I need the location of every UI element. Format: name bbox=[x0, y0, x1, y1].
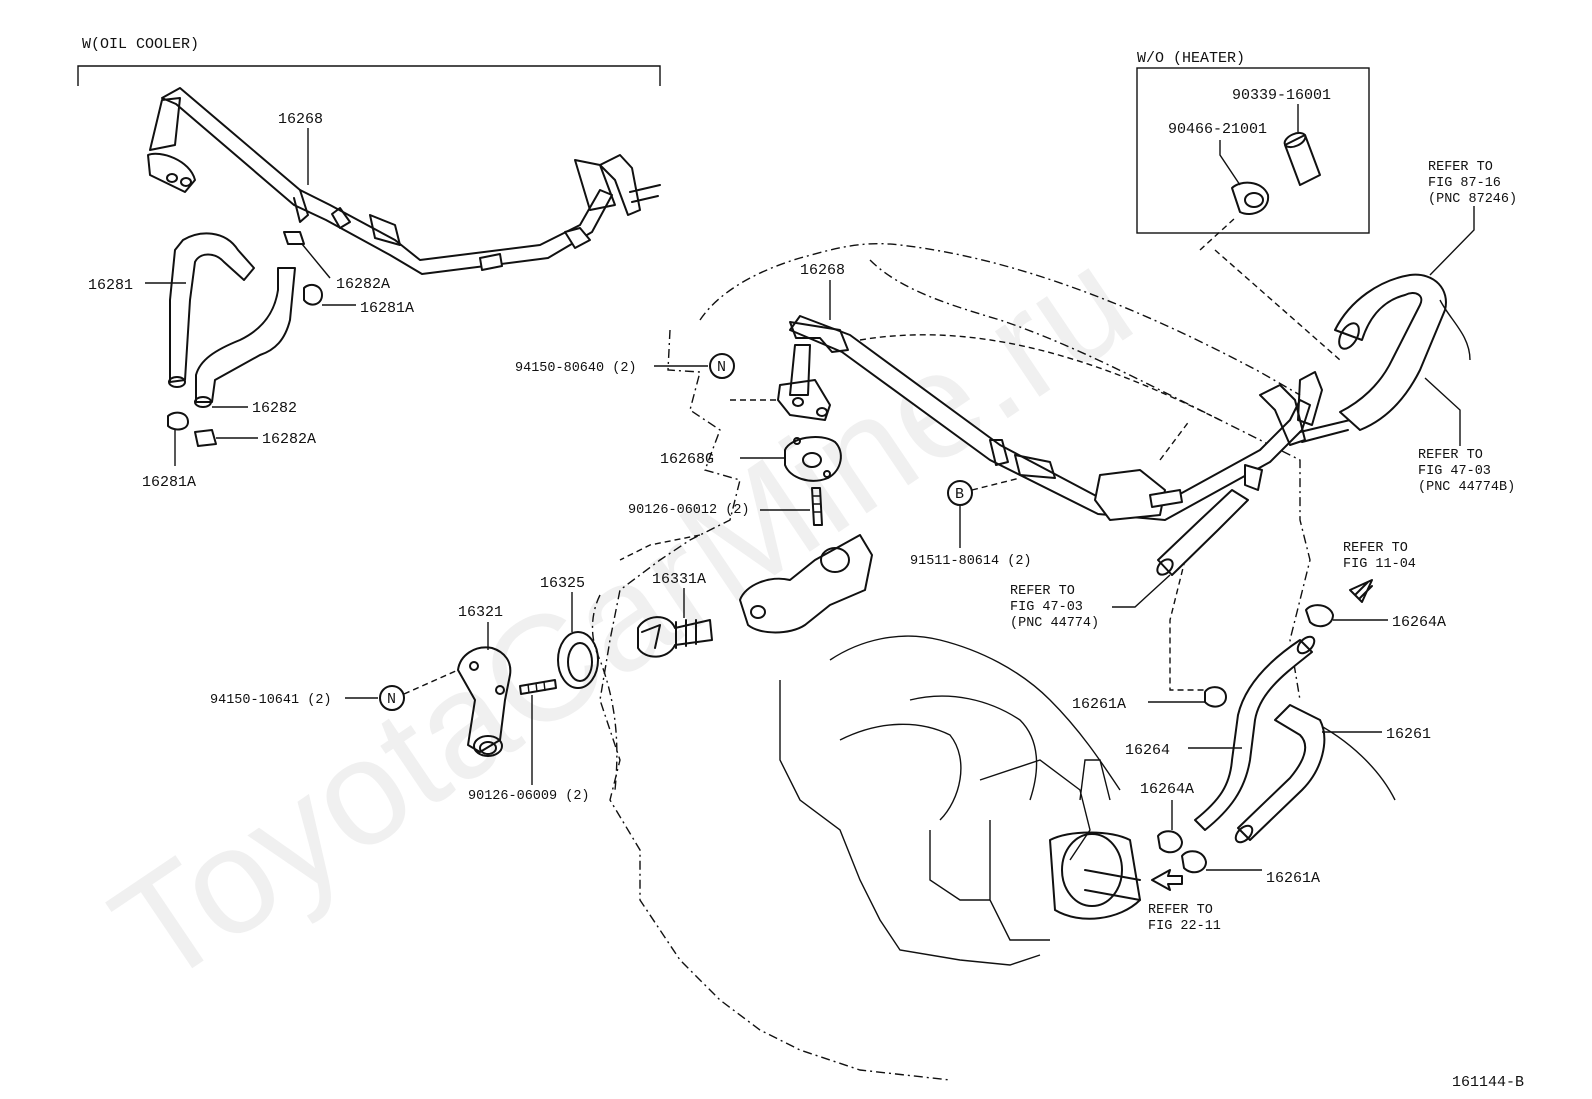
callout-16325: 16325 bbox=[540, 575, 585, 592]
heater-hoses bbox=[1334, 273, 1471, 431]
callout-90126-06009: 90126-06009 (2) bbox=[468, 789, 590, 804]
svg-text:B: B bbox=[955, 486, 964, 503]
callout-94150-10641: 94150-10641 (2) bbox=[210, 693, 332, 708]
variant-label-oil-cooler: W(OIL COOLER) bbox=[82, 36, 199, 53]
svg-text:N: N bbox=[717, 359, 726, 376]
assembly-centerline bbox=[591, 594, 618, 791]
callout-16261A-upper: 16261A bbox=[1072, 696, 1126, 713]
callout-91511-80614: 91511-80614 (2) bbox=[910, 554, 1032, 569]
callout-94150-80640: 94150-80640 (2) bbox=[515, 361, 637, 376]
callout-90126-06012: 90126-06012 (2) bbox=[628, 503, 750, 518]
leader-refer-87-16 bbox=[1429, 206, 1475, 276]
water-outlet-16268G bbox=[784, 435, 842, 482]
refer-47-03b-line2: FIG 47-03 bbox=[1418, 464, 1491, 479]
callout-16268G: 16268G bbox=[660, 451, 714, 468]
arrow-refer-11-04 bbox=[1349, 579, 1373, 603]
leader-90466-21001 bbox=[1219, 140, 1241, 186]
callout-16261A-lower: 16261A bbox=[1266, 870, 1320, 887]
refer-47-03b-line1: REFER TO bbox=[1418, 448, 1483, 463]
engine-block-outline bbox=[599, 217, 1341, 1081]
hose-to-fig-47-03 bbox=[1156, 489, 1249, 576]
marker-n-left: N bbox=[379, 685, 405, 711]
figure-code: 161144-B bbox=[1452, 1074, 1524, 1091]
variant-box-without-heater bbox=[1136, 67, 1370, 234]
callout-90466-21001: 90466-21001 bbox=[1168, 121, 1267, 138]
clamp-16282A-upper bbox=[283, 231, 305, 245]
gasket-16325 bbox=[557, 631, 599, 689]
clamp-16261A-upper bbox=[1204, 686, 1227, 708]
refer-47-03-line3: (PNC 44774) bbox=[1010, 616, 1099, 631]
callout-16264A-lower: 16264A bbox=[1140, 781, 1194, 798]
water-inlet-16321 bbox=[457, 646, 512, 757]
thermostat-16331A bbox=[637, 616, 713, 658]
callout-16261: 16261 bbox=[1386, 726, 1431, 743]
refer-22-11-line1: REFER TO bbox=[1148, 903, 1213, 918]
refer-22-11-line2: FIG 22-11 bbox=[1148, 919, 1221, 934]
hose-16264 bbox=[1194, 635, 1316, 831]
water-bypass-pipe-main bbox=[777, 315, 1351, 521]
callout-16281A-lower: 16281A bbox=[142, 474, 196, 491]
callout-16282A-lower: 16282A bbox=[262, 431, 316, 448]
callout-16321: 16321 bbox=[458, 604, 503, 621]
callout-16282A-upper: 16282A bbox=[336, 276, 390, 293]
callout-16282: 16282 bbox=[252, 400, 297, 417]
stud-90126-06009 bbox=[519, 679, 557, 695]
clamp-16281A-lower bbox=[167, 411, 189, 431]
callout-16331A: 16331A bbox=[652, 571, 706, 588]
callout-16281: 16281 bbox=[88, 277, 133, 294]
leader-16282A-upper bbox=[301, 243, 331, 279]
marker-n-top: N bbox=[709, 353, 735, 379]
refer-87-16-line1: REFER TO bbox=[1428, 160, 1493, 175]
clamp-16281A-upper bbox=[303, 283, 323, 306]
marker-b-link bbox=[971, 477, 1021, 491]
variant-label-without-heater: W/O (HEATER) bbox=[1137, 50, 1245, 67]
water-inlet-flange bbox=[739, 534, 873, 634]
callout-90339-16001: 90339-16001 bbox=[1232, 87, 1331, 104]
refer-47-03-line2: FIG 47-03 bbox=[1010, 600, 1083, 615]
clamp-16261A-lower bbox=[1181, 850, 1207, 874]
plug-90339-16001 bbox=[1283, 131, 1321, 186]
callout-16264A-upper: 16264A bbox=[1392, 614, 1446, 631]
hose-16261 bbox=[1234, 704, 1326, 844]
svg-text:N: N bbox=[387, 691, 396, 708]
clamp-16264A-lower bbox=[1157, 830, 1183, 854]
refer-87-16-line3: (PNC 87246) bbox=[1428, 192, 1517, 207]
refer-11-04-line2: FIG 11-04 bbox=[1343, 557, 1416, 572]
engine-lower-body bbox=[779, 635, 1396, 966]
marker-b: B bbox=[947, 480, 973, 506]
hose-16281 bbox=[168, 232, 255, 388]
clamp-16282A-lower bbox=[194, 429, 217, 447]
leader-refer-47-03 bbox=[1112, 574, 1171, 608]
water-bypass-pipe-upper bbox=[147, 87, 661, 275]
stud-90126-06012 bbox=[811, 487, 823, 526]
refer-47-03-line1: REFER TO bbox=[1010, 584, 1075, 599]
leader-refer-47-03b bbox=[1424, 377, 1461, 446]
clip-90466-21001 bbox=[1231, 181, 1270, 215]
callout-16264: 16264 bbox=[1125, 742, 1170, 759]
arrow-refer-22-11 bbox=[1151, 869, 1183, 891]
callout-16268-upper: 16268 bbox=[278, 111, 323, 128]
callout-16281A-upper: 16281A bbox=[360, 300, 414, 317]
refer-11-04-line1: REFER TO bbox=[1343, 541, 1408, 556]
clamp-16264A-upper bbox=[1305, 604, 1334, 628]
refer-87-16-line2: FIG 87-16 bbox=[1428, 176, 1501, 191]
assembly-link-upper bbox=[619, 534, 701, 561]
refer-47-03b-line3: (PNC 44774B) bbox=[1418, 480, 1515, 495]
watermark: ToyotaCarMine.ru bbox=[84, 215, 1159, 1016]
variant-bracket-oil-cooler bbox=[77, 65, 661, 86]
hose-16282 bbox=[194, 267, 296, 408]
callout-16268-main: 16268 bbox=[800, 262, 845, 279]
